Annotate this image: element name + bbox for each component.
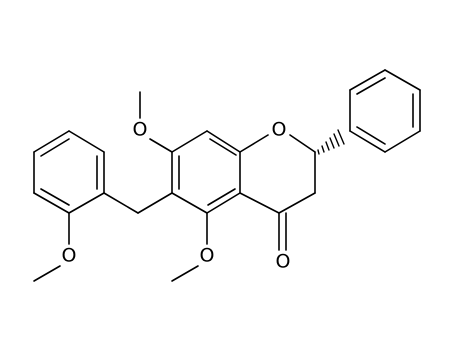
phenyl-ring <box>349 69 421 153</box>
oxygen-label-ring: O <box>272 119 287 141</box>
aromatic-ring-a <box>171 130 241 214</box>
bond-ar-5 <box>33 192 70 214</box>
bond-ar-5-inner <box>40 188 70 206</box>
bond-c8-c8a-inner <box>209 138 237 156</box>
bond-o-ch3-5 <box>171 265 199 282</box>
hash-5 <box>333 133 340 147</box>
benzyl-linker <box>103 192 173 214</box>
methoxybenzyl-ring <box>33 130 105 214</box>
bond-o1-c2 <box>289 134 316 153</box>
methoxy-group-5 <box>171 212 208 282</box>
oxygen-label-carbonyl: O <box>276 251 291 273</box>
pyranone-ring <box>239 134 316 251</box>
bond-c5-c6 <box>171 192 208 214</box>
bond-c3-c4 <box>278 192 316 214</box>
bond-ar-3-inner <box>40 138 70 157</box>
bond-ph-2-inner <box>356 77 386 95</box>
hash-6 <box>337 129 345 145</box>
oxygen-label-methoxy-7: O <box>133 119 148 141</box>
bond-c4a-c5-inner <box>207 188 236 206</box>
bond-c4-c4a <box>239 192 280 214</box>
bond-c6-ch2 <box>137 192 173 214</box>
bond-ar-6 <box>68 192 105 214</box>
atom-labels: O O O O O <box>62 119 291 273</box>
bond-o-ch3-benzyl <box>33 265 61 282</box>
bond-ar-2 <box>68 130 105 153</box>
bond-ph-6-inner <box>356 126 386 145</box>
hash-4 <box>329 137 335 149</box>
bond-ph-5 <box>384 130 421 153</box>
bond-c8a-o1 <box>239 134 269 153</box>
bond-c7-o <box>149 138 173 153</box>
hash-2 <box>321 145 325 153</box>
oxygen-label-methoxy-5: O <box>200 245 215 267</box>
bond-c8-c8a <box>206 130 241 153</box>
bond-ph-6 <box>349 130 386 153</box>
methoxy-group-benzyl <box>33 212 70 282</box>
bond-ph-2 <box>349 69 386 91</box>
bond-ch2-aryl <box>103 192 139 214</box>
oxygen-label-methoxy-benzyl: O <box>62 245 77 267</box>
hash-3 <box>325 141 330 151</box>
bond-ar-3 <box>33 130 70 153</box>
bond-c7-c8 <box>171 130 208 153</box>
methoxy-group-7 <box>139 91 173 153</box>
stereo-hashed-wedge <box>317 129 345 155</box>
bond-c4a-c5 <box>206 192 241 214</box>
hash-1 <box>317 149 320 155</box>
bond-ph-3 <box>384 69 421 91</box>
